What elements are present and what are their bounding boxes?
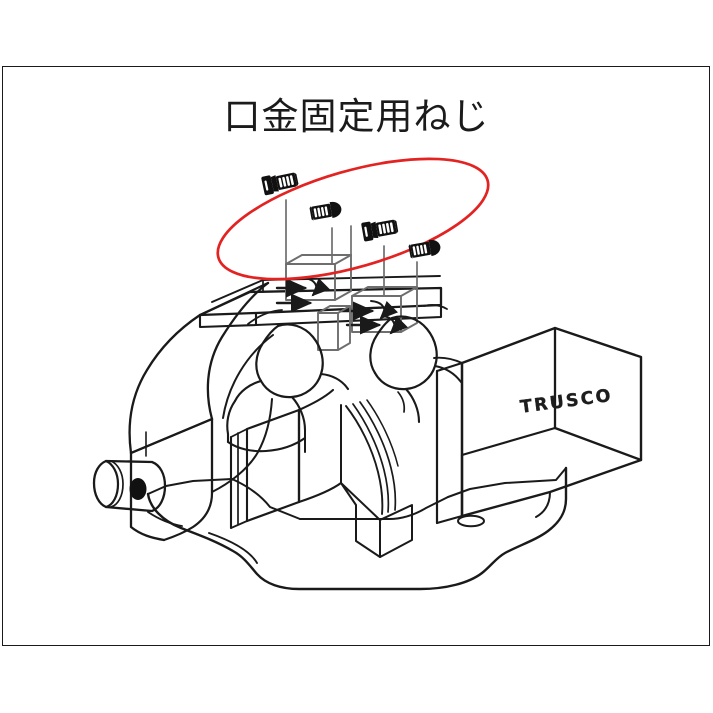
screw-leader-lines: [285, 199, 418, 297]
screw-2: [309, 200, 343, 222]
screw-3: [361, 216, 399, 242]
jaw-plate-fixed: [229, 408, 301, 530]
diagram-border-frame: [2, 66, 710, 646]
page-title: 口金固定用ねじ: [223, 95, 490, 138]
vise-rail-way: [198, 275, 443, 329]
lead-screw-handle-end: [92, 431, 183, 527]
swivel-base: [146, 466, 568, 591]
movable-jaw-slide: [297, 388, 413, 558]
anvil-block: [433, 326, 643, 525]
screw-4: [408, 238, 442, 260]
red-callout-ellipse: [216, 157, 490, 281]
casting-edge-highlights: [247, 304, 448, 325]
assembly-arrows: [275, 277, 408, 335]
screw-1: [261, 169, 300, 196]
jaw-center-bracket: [317, 305, 351, 351]
vise-center-casting: [226, 315, 462, 453]
